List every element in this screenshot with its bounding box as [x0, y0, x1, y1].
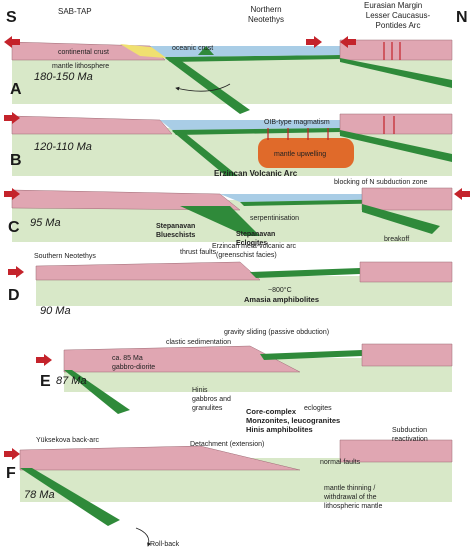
- continental-crust-e: [63, 345, 301, 373]
- oib-magmatism-label: OIB-type magmatism: [264, 119, 330, 126]
- gravity-sliding-label: gravity sliding (passive obduction): [224, 329, 329, 336]
- oceanic-crust-e: [260, 350, 362, 360]
- roll-back-label: Roll-back: [150, 541, 180, 548]
- panel-letter-b: B: [10, 152, 22, 169]
- push-arrow-left-d: [8, 266, 24, 278]
- erzincan-arc-label: Erzincan Volcanic Arc: [214, 169, 298, 178]
- panel-letter-f: F: [6, 465, 16, 482]
- rollback-arrow-f: [135, 527, 151, 547]
- seamount-a: [198, 46, 214, 55]
- rollback-arrow-a: [175, 83, 231, 92]
- push-arrow-left-a: [4, 36, 20, 48]
- age-e: 87 Ma: [56, 375, 87, 387]
- eurasia-crust-c: [361, 187, 453, 211]
- continental-crust-b: [11, 115, 173, 135]
- blocking-label: blocking of N subduction zone: [334, 179, 427, 186]
- slab-b: [172, 131, 238, 176]
- ocean-water-a: [150, 46, 340, 57]
- serpentinisation-label: serpentinisation: [250, 215, 299, 222]
- oceanic-crust-label: oceanic crust: [172, 45, 213, 52]
- continental-crust-label: continental crust: [58, 49, 109, 56]
- push-arrow-mid-a: [306, 36, 322, 48]
- panel-letter-e: E: [40, 373, 51, 390]
- lesser-caucasus-label: Lesser Caucasus-Pontides Arc: [366, 11, 431, 30]
- ocean-water-b: [160, 120, 340, 130]
- panel-c: Erzincan Volcanic Arc blocking of N subd…: [4, 169, 470, 247]
- temp-label: ~800°C: [268, 286, 292, 294]
- panel-d: Southern Neotethys thrust faults Erzinca…: [8, 243, 453, 317]
- panel-letter-d: D: [8, 287, 20, 304]
- eurasia-crust-d: [359, 261, 453, 283]
- push-arrow-right-a: [340, 36, 356, 48]
- panel-letter-c: C: [8, 219, 20, 236]
- eurasia-crust-a: [339, 39, 453, 61]
- continental-crust-c: [11, 189, 241, 211]
- push-arrow-left-e: [36, 354, 52, 366]
- panel-e: clastic sedimentation gravity sliding (p…: [36, 329, 453, 414]
- push-arrow-left-b: [4, 112, 20, 124]
- oceanic-crust-a: [165, 55, 340, 62]
- sab-tap-label: SAB-TAP: [58, 7, 92, 16]
- yuksekova-label: Yüksekova back-arc: [36, 437, 100, 444]
- age-a: 180-150 Ma: [34, 71, 93, 83]
- mantle-block-a: [12, 54, 452, 104]
- eclogites-label: eclogites: [304, 405, 332, 412]
- thrust-faults-label: thrust faults: [180, 249, 217, 256]
- slab-f: [20, 468, 120, 526]
- eurasia-slab-b: [340, 130, 452, 162]
- eurasia-crust-e: [361, 343, 453, 367]
- slab-e: [64, 370, 130, 414]
- north-letter: N: [456, 9, 468, 26]
- panel-a: continental crust oceanic crust mantle l…: [4, 36, 453, 114]
- detachment-label: Detachment (extension): [190, 441, 264, 448]
- oceanic-crust-b: [172, 128, 340, 135]
- erzincan-meta-arc-label: Erzincan meta-volcanic arc(greenschist f…: [212, 243, 297, 259]
- push-arrow-left-c: [4, 188, 20, 200]
- mantle-block-b: [12, 128, 452, 176]
- age-f: 78 Ma: [24, 489, 55, 501]
- panel-b: OIB-type magmatism mantle upwelling B 12…: [4, 112, 453, 176]
- eurasia-crust-b: [339, 113, 453, 135]
- age-d: 90 Ma: [40, 305, 71, 317]
- panel-letter-a: A: [10, 81, 22, 98]
- breakoff-label: breakoff: [384, 236, 409, 243]
- eurasia-slab-c: [362, 204, 440, 234]
- age-b: 120-110 Ma: [34, 141, 92, 153]
- oceanic-crust-d: [250, 268, 360, 278]
- age-c: 95 Ma: [30, 217, 61, 229]
- normal-faults-label: normal faults: [320, 459, 361, 466]
- mantle-upwelling-label: mantle upwelling: [274, 151, 326, 158]
- eurasia-crust-f: [339, 439, 453, 463]
- mantle-upwelling: [258, 138, 354, 168]
- push-arrow-left-f: [4, 448, 20, 460]
- amasia-amphibolites-label: Amasia amphibolites: [244, 295, 319, 304]
- slab-a: [165, 58, 250, 114]
- push-arrow-right-c: [454, 188, 470, 200]
- eurasia-slab-a: [340, 58, 452, 88]
- clastic-sedimentation-label: clastic sedimentation: [166, 339, 231, 346]
- continental-crust-f: [19, 445, 301, 471]
- south-letter: S: [6, 9, 17, 26]
- slab-c: [180, 206, 260, 236]
- eurasian-margin-label: Eurasian Margin: [364, 1, 422, 10]
- mantle-lithosphere-label: mantle lithosphere: [52, 63, 109, 70]
- southern-neotethys-label: Southern Neotethys: [34, 253, 96, 260]
- continental-crust-d: [35, 261, 261, 281]
